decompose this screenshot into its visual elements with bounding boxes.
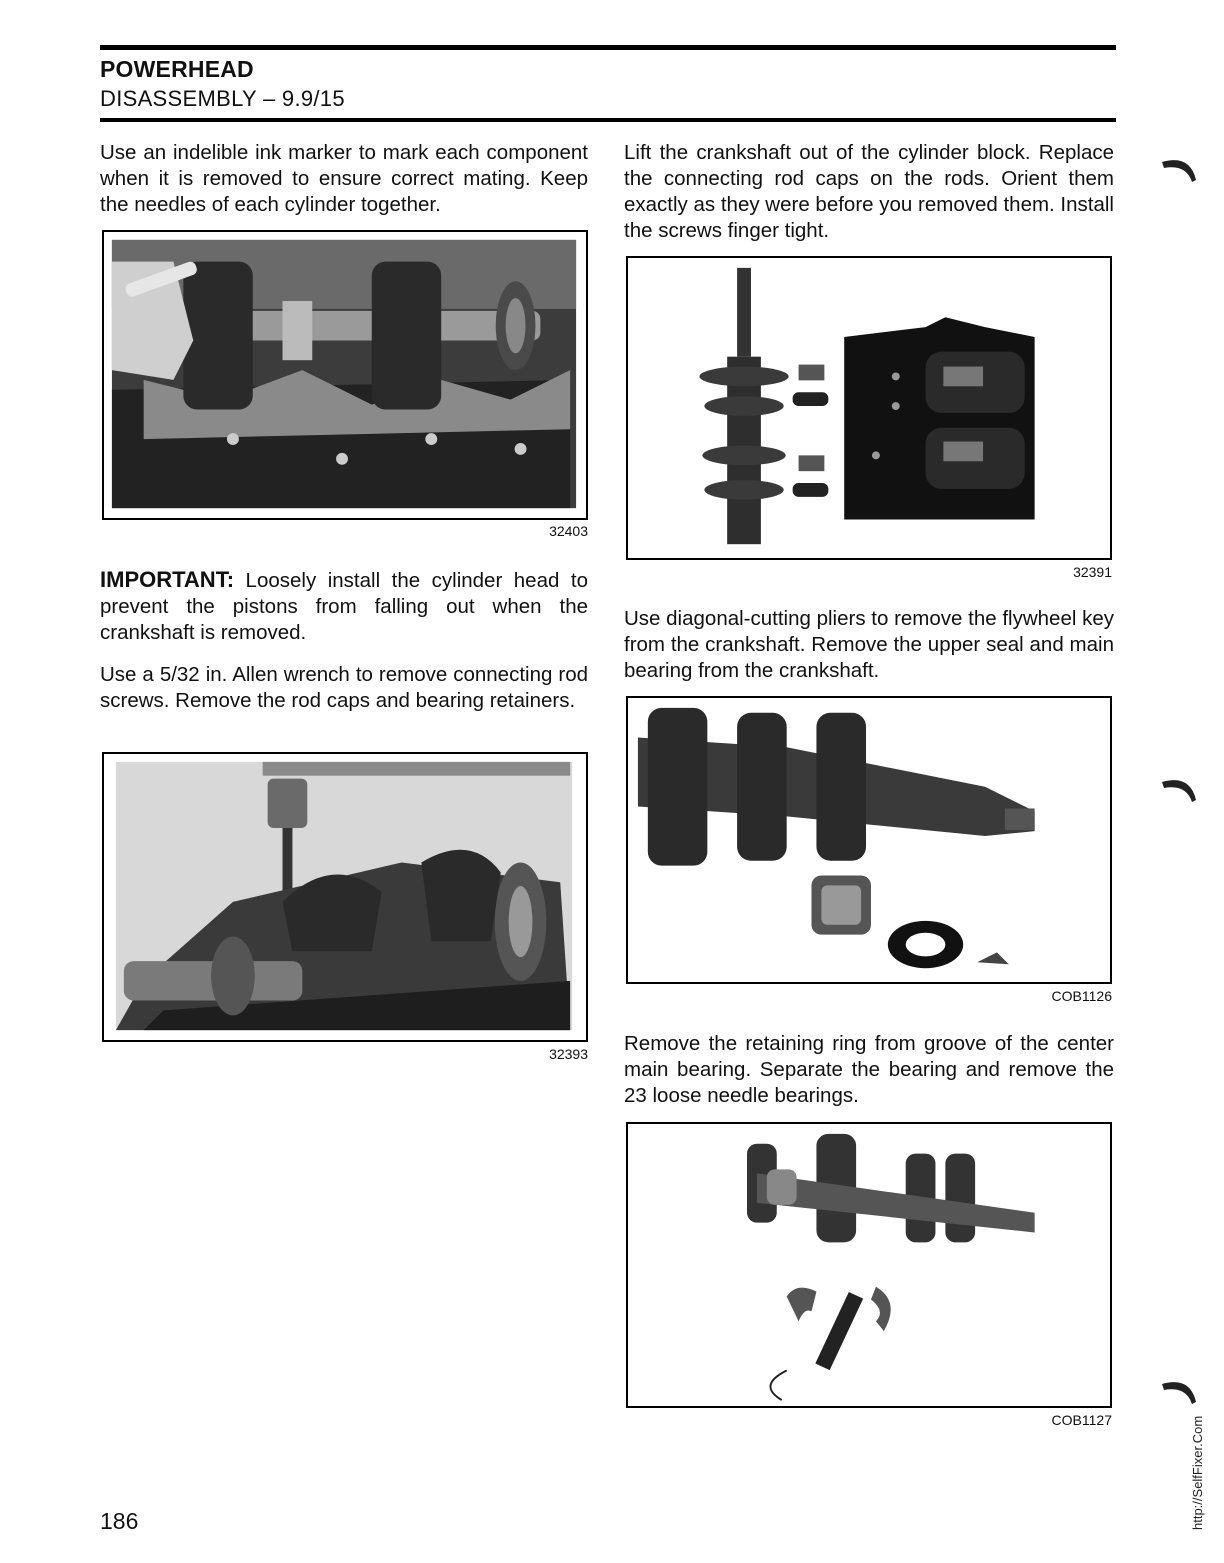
header-rule-bottom <box>100 118 1116 122</box>
rod-screws-photo <box>115 761 573 1031</box>
section-subtitle: DISASSEMBLY – 9.9/15 <box>100 86 345 111</box>
center-bearing-photo <box>747 1133 1035 1401</box>
important-text: Loosely install the cylinder head to pre… <box>100 569 588 644</box>
header-rule-top <box>100 45 1116 50</box>
side-url-watermark[interactable]: http://SelfFixer.Com <box>1190 1415 1205 1530</box>
left-paragraph-marking: Use an indelible ink marker to mark each… <box>100 141 588 216</box>
figure-code-32403: 32403 <box>549 523 588 539</box>
figure-code-cob1126: COB1126 <box>1051 988 1112 1004</box>
important-label: IMPORTANT: <box>100 567 235 592</box>
page-number: 186 <box>100 1508 139 1534</box>
figure-code-32393: 32393 <box>549 1046 588 1062</box>
binder-hole-mark-1 <box>1162 160 1196 182</box>
right-paragraph-flywheel-key: Use diagonal-cutting pliers to remove th… <box>624 607 1114 682</box>
section-title: POWERHEAD <box>100 56 254 82</box>
binder-hole-mark-2 <box>1162 780 1196 802</box>
figure-code-32391: 32391 <box>1073 564 1112 580</box>
left-paragraph-allen-wrench: Use a 5/32 in. Allen wrench to remove co… <box>100 663 588 712</box>
figure-crankshaft-and-block <box>626 256 1112 560</box>
figure-crankshaft-marking <box>102 230 588 520</box>
important-note: IMPORTANT: Loosely install the cylinder … <box>100 567 588 646</box>
seal-bearing-photo <box>637 707 1035 969</box>
figure-center-bearing <box>626 1122 1112 1408</box>
crankshaft-marking-photo <box>111 239 577 509</box>
figure-code-cob1127: COB1127 <box>1051 1412 1112 1428</box>
crankshaft-block-photo <box>699 267 1035 545</box>
right-paragraph-retaining-ring: Remove the retaining ring from groove of… <box>624 1032 1114 1107</box>
figure-rod-screws <box>102 752 588 1042</box>
figure-crankshaft-seal-bearing <box>626 696 1112 984</box>
right-paragraph-lift-crankshaft: Lift the crankshaft out of the cylinder … <box>624 141 1114 242</box>
binder-hole-mark-3 <box>1162 1382 1196 1404</box>
